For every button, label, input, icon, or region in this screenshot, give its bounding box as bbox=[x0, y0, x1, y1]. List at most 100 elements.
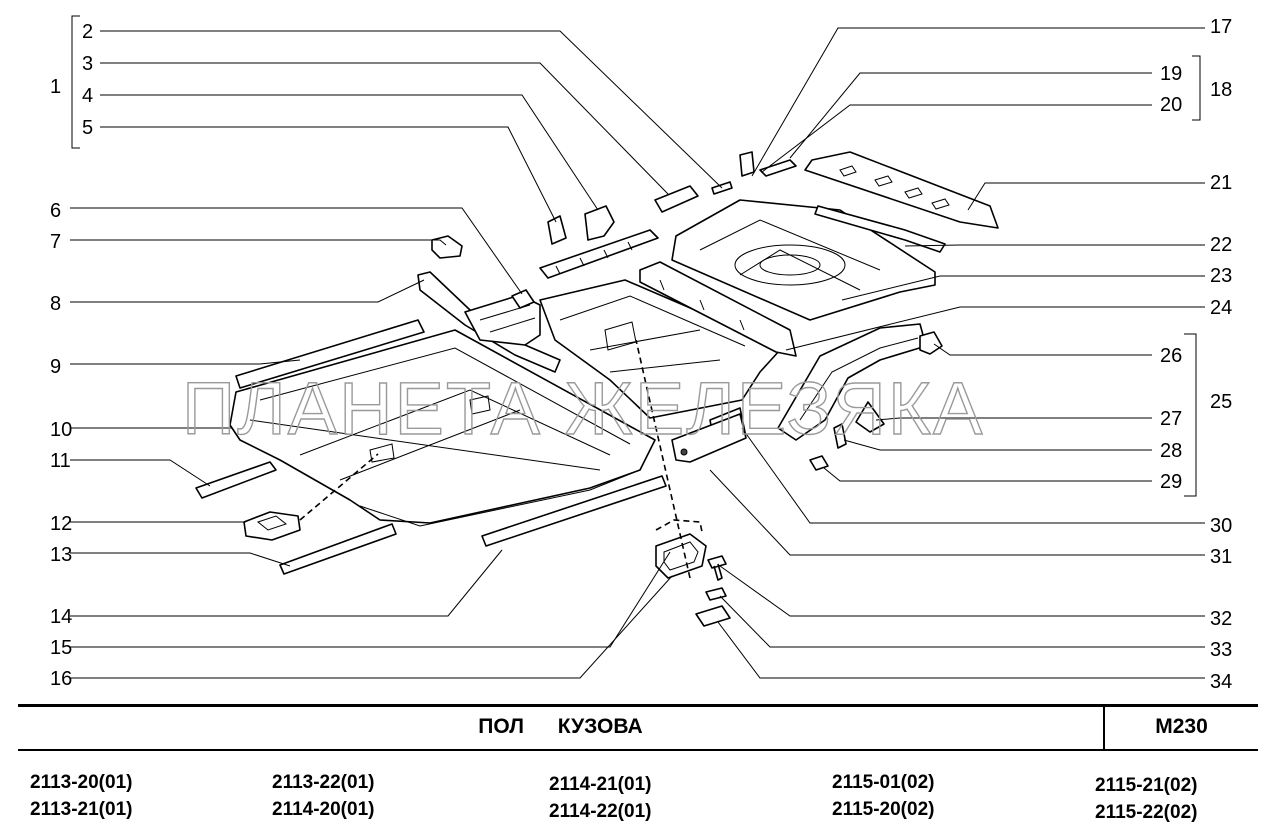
bolt-32 bbox=[707, 555, 727, 581]
callout-27: 27 bbox=[1160, 408, 1182, 430]
callout-25: 25 bbox=[1210, 391, 1232, 413]
leader-line-24 bbox=[785, 306, 1205, 351]
callout-1: 1 bbox=[50, 76, 61, 98]
bracket-27 bbox=[855, 401, 885, 433]
leader-line-9 bbox=[70, 359, 301, 365]
model-item: 2115-21(02) bbox=[1095, 775, 1198, 796]
callout-17: 17 bbox=[1210, 16, 1232, 38]
title-block: ПОЛ КУЗОВА М230 bbox=[18, 704, 1258, 751]
wheel-arch bbox=[777, 323, 927, 441]
model-item: 2114-22(01) bbox=[549, 801, 652, 822]
callout-31: 31 bbox=[1210, 546, 1232, 568]
callout-33: 33 bbox=[1210, 639, 1232, 661]
model-item: 2115-20(02) bbox=[832, 799, 935, 820]
sheet-code: М230 bbox=[1155, 715, 1208, 738]
leader-line-5 bbox=[100, 126, 557, 223]
sill-13 bbox=[279, 523, 397, 575]
model-item: 2115-22(02) bbox=[1095, 802, 1198, 823]
callout-34: 34 bbox=[1210, 671, 1232, 693]
sill-11 bbox=[195, 461, 277, 499]
leader-line-11 bbox=[70, 459, 211, 487]
callout-23: 23 bbox=[1210, 265, 1232, 287]
floor-reinforcement-left bbox=[235, 319, 425, 389]
callout-9: 9 bbox=[50, 356, 61, 378]
callout-labels: 1 2 3 4 5 6 7 8 9 10 11 12 13 14 15 16 1… bbox=[50, 16, 1232, 693]
bracket-3 bbox=[584, 205, 615, 241]
washer-33 bbox=[705, 587, 727, 601]
leader-lines bbox=[70, 27, 1205, 679]
callout-14: 14 bbox=[50, 606, 72, 628]
leader-line-22 bbox=[904, 244, 1205, 247]
callout-13: 13 bbox=[50, 544, 72, 566]
model-item: 2114-20(01) bbox=[272, 799, 375, 820]
callout-32: 32 bbox=[1210, 608, 1232, 630]
leader-line-33 bbox=[719, 595, 1205, 648]
bracket-26 bbox=[919, 331, 943, 355]
bracket-28 bbox=[833, 423, 847, 449]
leader-line-29 bbox=[823, 467, 1152, 482]
sill-14 bbox=[481, 475, 667, 547]
plate-12 bbox=[243, 511, 301, 541]
callout-29: 29 bbox=[1160, 471, 1182, 493]
callout-16: 16 bbox=[50, 668, 72, 690]
callout-26: 26 bbox=[1160, 345, 1182, 367]
leader-line-28 bbox=[843, 439, 1152, 451]
floor-parts bbox=[195, 151, 999, 627]
leader-line-17 bbox=[751, 27, 1205, 177]
callout-7: 7 bbox=[50, 231, 61, 253]
leader-line-32 bbox=[719, 565, 1205, 617]
group-bracket-18 bbox=[1192, 55, 1201, 121]
leader-line-14 bbox=[70, 549, 503, 617]
page-title: ПОЛ КУЗОВА bbox=[478, 715, 643, 738]
bracket-7 bbox=[431, 235, 463, 259]
plug-15 bbox=[655, 533, 707, 579]
leader-line-7 bbox=[70, 239, 447, 246]
model-item: 2113-22(01) bbox=[272, 772, 375, 793]
nut-plate-34 bbox=[695, 605, 731, 627]
group-bracket-1 bbox=[71, 15, 80, 149]
bracket-6 bbox=[511, 289, 535, 309]
leader-line-8 bbox=[70, 279, 425, 303]
callout-8: 8 bbox=[50, 293, 61, 315]
callout-3: 3 bbox=[82, 53, 93, 75]
parts-diagram: 1 2 3 4 5 6 7 8 9 10 11 12 13 14 15 16 1… bbox=[50, 15, 1232, 693]
leader-line-31 bbox=[709, 469, 1205, 556]
leader-line-3 bbox=[100, 62, 669, 195]
leader-line-23 bbox=[841, 275, 1205, 301]
leader-line-16 bbox=[70, 575, 673, 679]
leader-line-2 bbox=[100, 30, 723, 189]
leader-line-21 bbox=[967, 182, 1205, 211]
leader-line-13 bbox=[70, 552, 291, 567]
callout-19: 19 bbox=[1160, 63, 1182, 85]
leader-line-34 bbox=[717, 621, 1205, 679]
leader-line-27 bbox=[875, 417, 1152, 421]
model-item: 2113-21(01) bbox=[30, 799, 133, 820]
part-2 bbox=[654, 185, 699, 213]
leader-line-20 bbox=[761, 104, 1152, 173]
callout-21: 21 bbox=[1210, 172, 1232, 194]
callout-4: 4 bbox=[82, 85, 93, 107]
callout-24: 24 bbox=[1210, 297, 1232, 319]
callout-10: 10 bbox=[50, 419, 72, 441]
callout-5: 5 bbox=[82, 117, 93, 139]
model-item: 2113-20(01) bbox=[30, 772, 133, 793]
leader-line-15 bbox=[70, 551, 671, 648]
callout-30: 30 bbox=[1210, 515, 1232, 537]
channel-31 bbox=[671, 413, 747, 463]
leader-line-30 bbox=[741, 427, 1205, 524]
callout-6: 6 bbox=[50, 200, 61, 222]
model-item: 2114-21(01) bbox=[549, 774, 652, 795]
rear-panel-21 bbox=[804, 151, 999, 229]
callout-15: 15 bbox=[50, 637, 72, 659]
callout-28: 28 bbox=[1160, 440, 1182, 462]
leader-line-4 bbox=[100, 94, 599, 211]
floor-tunnel bbox=[417, 271, 561, 373]
leader-line-26 bbox=[933, 343, 1152, 356]
leader-line-19 bbox=[789, 72, 1152, 159]
callout-11: 11 bbox=[50, 450, 71, 472]
leader-line-6 bbox=[70, 207, 523, 295]
bracket-4 bbox=[547, 215, 567, 245]
callout-12: 12 bbox=[50, 513, 72, 535]
callout-20: 20 bbox=[1160, 94, 1182, 116]
pad-29 bbox=[809, 455, 829, 471]
